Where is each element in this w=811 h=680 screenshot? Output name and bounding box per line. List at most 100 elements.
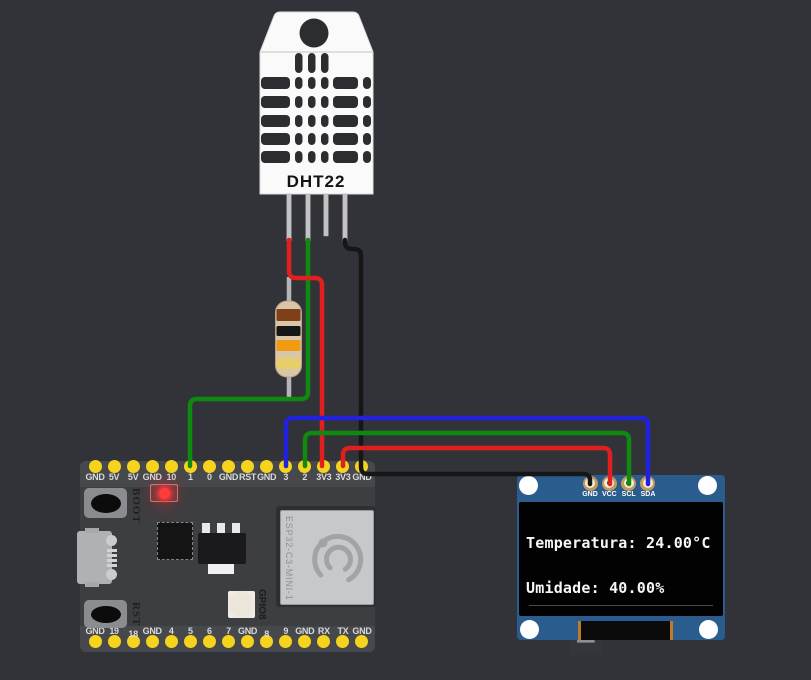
oled-screen-text: Temperatura: 24.00°C Umidade: 40.00%	[526, 506, 711, 626]
esp32-pin-label: RX	[317, 626, 330, 636]
wire-dht22-data-to-esp32-pin1[interactable]	[187, 237, 311, 469]
esp32-pin-label: 19	[109, 626, 119, 636]
esp32-pin-label: 3	[283, 472, 289, 482]
esp32-pin-label: RST	[238, 472, 257, 482]
mount-hole	[698, 619, 718, 639]
esp32-pin-label: 5	[187, 626, 193, 636]
oled-pin-label: VCC	[601, 491, 617, 498]
wire-dht22-vcc-to-esp32-3v3[interactable]	[286, 237, 325, 469]
esp32-pin-bottom-tx-13[interactable]	[336, 634, 350, 648]
esp32-pin-top-gnd-0[interactable]	[88, 459, 102, 473]
dht22-legs	[286, 193, 348, 242]
regulator-tab	[208, 564, 234, 574]
esp32-pin-label: GND	[295, 626, 315, 636]
usb-tab	[85, 582, 99, 587]
boot-button-cap	[90, 493, 121, 513]
esp32-pin-top-gnd-7[interactable]	[221, 459, 235, 473]
regulator-leg	[217, 523, 225, 535]
esp32-pin-label: 7	[226, 626, 231, 636]
power-led	[150, 484, 178, 502]
oled-pin-label: SDA	[640, 491, 656, 498]
oled-glass-edge	[529, 605, 713, 606]
reset-button[interactable]	[84, 600, 127, 628]
esp32-pin-bottom-19-1[interactable]	[107, 634, 121, 648]
mount-hole	[518, 475, 538, 495]
wire-esp32-pin2-to-oled-scl[interactable]	[302, 430, 632, 487]
wire-esp32-3v3-to-oled-vcc[interactable]	[340, 445, 613, 487]
esp32-pin-label: 3V3	[335, 472, 351, 482]
esp32-pin-label: 9	[283, 626, 289, 636]
usb-connector	[77, 528, 117, 587]
dht22-body[interactable]	[259, 11, 374, 195]
rgb-led	[228, 591, 255, 618]
esp32-pin-bottom-gnd-14[interactable]	[355, 634, 369, 648]
oled-pin-label: GND	[582, 491, 598, 498]
esp32-pin-label: TX	[337, 626, 349, 636]
wire-gnd-dht22-to-oled[interactable]	[342, 237, 593, 487]
usb-pin-circle	[106, 569, 117, 580]
esp32-pin-label: 8	[264, 629, 269, 639]
esp32-pin-label: GND	[85, 472, 105, 482]
esp32-pin-label: 0	[207, 472, 212, 482]
esp32-pin-top-gnd-3[interactable]	[145, 459, 159, 473]
esp32-pin-bottom-gnd-11[interactable]	[298, 634, 312, 648]
esp32-pin-bottom-6-6[interactable]	[202, 634, 216, 648]
esp32-pin-bottom-4-4[interactable]	[164, 634, 178, 648]
resistor-band-black	[276, 326, 301, 336]
reset-button-cap	[90, 605, 121, 623]
usb-pin-circle	[106, 535, 117, 546]
regulator-leg	[202, 523, 210, 535]
usb-contact	[107, 559, 117, 562]
esp32-pin-top-gnd-9[interactable]	[260, 459, 274, 473]
esp32-pin-bottom-8-9[interactable]	[260, 634, 274, 648]
oled-pin-label: SCL	[621, 491, 636, 498]
resistor-band-brown	[276, 309, 301, 321]
esp32-pin-top-5v-2[interactable]	[126, 459, 140, 473]
power-led-glow	[158, 487, 170, 499]
mount-hole	[697, 475, 717, 495]
pullup-resistor[interactable]	[275, 277, 302, 399]
oled-screen: Temperatura: 24.00°C Umidade: 40.00%	[519, 502, 723, 616]
esp32-pin-label: 3V3	[316, 472, 332, 482]
usb-contact	[107, 554, 117, 557]
oled-ribbon-connector	[578, 621, 673, 640]
dht22-vents	[261, 53, 371, 163]
esp32-pin-top-rst-8[interactable]	[241, 459, 255, 473]
esp32-pin-label: GND	[237, 626, 258, 636]
esp32-pin-bottom-18-2[interactable]	[126, 634, 140, 648]
esp32-module: ESP32-C3-MINI-1	[276, 506, 601, 655]
esp32-pin-bottom-gnd-0[interactable]	[88, 634, 102, 648]
voltage-regulator	[198, 533, 246, 564]
esp32-pin-label: GND	[142, 472, 162, 482]
dht22-label: DHT22	[287, 172, 346, 191]
boot-button-label: BOOT	[130, 488, 142, 524]
esp32-pin-top-10-4[interactable]	[164, 459, 178, 473]
esp32-pin-top-5v-1[interactable]	[107, 459, 121, 473]
esp32-pin-label: 6	[207, 626, 212, 636]
esp32-pin-bottom-gnd-3[interactable]	[145, 634, 159, 648]
esp32-pin-bottom-5-5[interactable]	[183, 634, 197, 648]
esp32-pin-label: 4	[168, 626, 174, 636]
wire-esp32-pin3-to-oled-sda[interactable]	[283, 415, 651, 487]
esp32-pin-label: 18	[128, 629, 138, 639]
esp32-pin-bottom-gnd-8[interactable]	[241, 634, 255, 648]
esp32-pin-label: GND	[352, 626, 372, 636]
mount-hole	[519, 619, 539, 639]
module-label: ESP32-C3-MINI-1	[284, 516, 294, 601]
temperature-readout: Temperatura: 24.00°C	[526, 534, 711, 552]
flash-chip	[157, 522, 193, 560]
esp32-pin-bottom-rx-12[interactable]	[317, 634, 331, 648]
esp32-pin-label: 5V	[108, 472, 120, 482]
esp32-pin-bottom-9-10[interactable]	[279, 634, 293, 648]
dht22-mount-hole	[299, 18, 329, 48]
espressif-logo-icon	[312, 534, 364, 583]
esp32-pin-top-0-6[interactable]	[202, 459, 216, 473]
esp32-pin-label: GND	[352, 472, 372, 482]
esp32-pin-bottom-7-7[interactable]	[221, 634, 235, 648]
reset-button-label: RST	[130, 602, 142, 627]
boot-button[interactable]	[84, 488, 127, 518]
